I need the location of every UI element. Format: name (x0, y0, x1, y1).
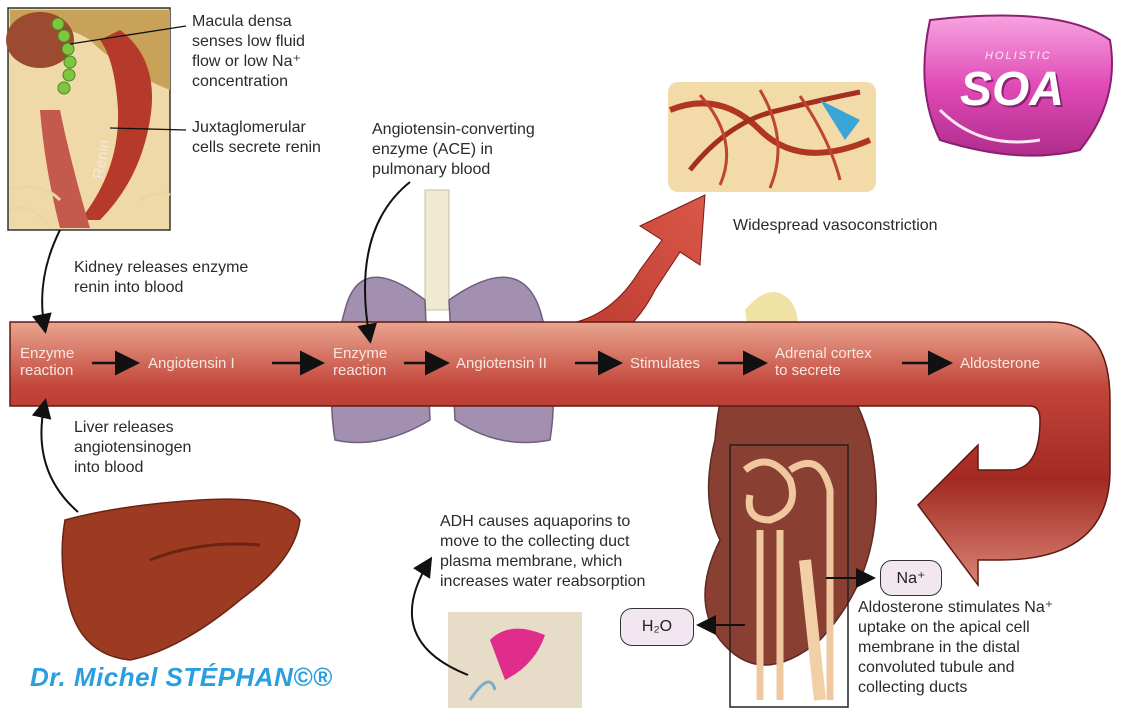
liver-releases-label: Liver releases angiotensinogen into bloo… (74, 418, 191, 478)
macula-densa-label: Macula densa senses low fluid flow or lo… (192, 12, 305, 92)
angiotensin-ii: Angiotensin II (456, 355, 547, 372)
liver-to-vessel-arrow (41, 402, 78, 512)
logo-big-text: SOA (960, 62, 1064, 117)
pituitary-inset (448, 612, 582, 708)
logo-small-text: HOLISTIC (985, 50, 1052, 62)
liver-illustration (62, 499, 300, 660)
juxtaglomerular-label: Juxtaglomerular cells secrete renin (192, 118, 321, 158)
enzyme-reaction-1: Enzyme reaction (20, 345, 74, 379)
adrenal-cortex: Adrenal cortex to secrete (775, 345, 872, 379)
na-ion: Na⁺ (880, 560, 942, 596)
kidney-to-vessel-arrow (42, 230, 60, 330)
h2o-molecule: H₂O (620, 608, 694, 646)
enzyme-reaction-2: Enzyme reaction (333, 345, 387, 379)
adh-label: ADH causes aquaporins to move to the col… (440, 512, 645, 592)
aldosterone-step: Aldosterone (960, 355, 1040, 372)
stimulates: Stimulates (630, 355, 700, 372)
aldosterone-effect-label: Aldosterone stimulates Na⁺ uptake on the… (858, 598, 1053, 698)
author-signature: Dr. Michel STÉPHAN©® (30, 662, 333, 693)
vasoconstriction-label: Widespread vasoconstriction (733, 216, 938, 236)
ace-label: Angiotensin-converting enzyme (ACE) in p… (372, 120, 535, 180)
angiotensin-i: Angiotensin I (148, 355, 235, 372)
capillary-illustration (668, 82, 876, 192)
kidney-releases-label: Kidney releases enzyme renin into blood (74, 258, 248, 298)
